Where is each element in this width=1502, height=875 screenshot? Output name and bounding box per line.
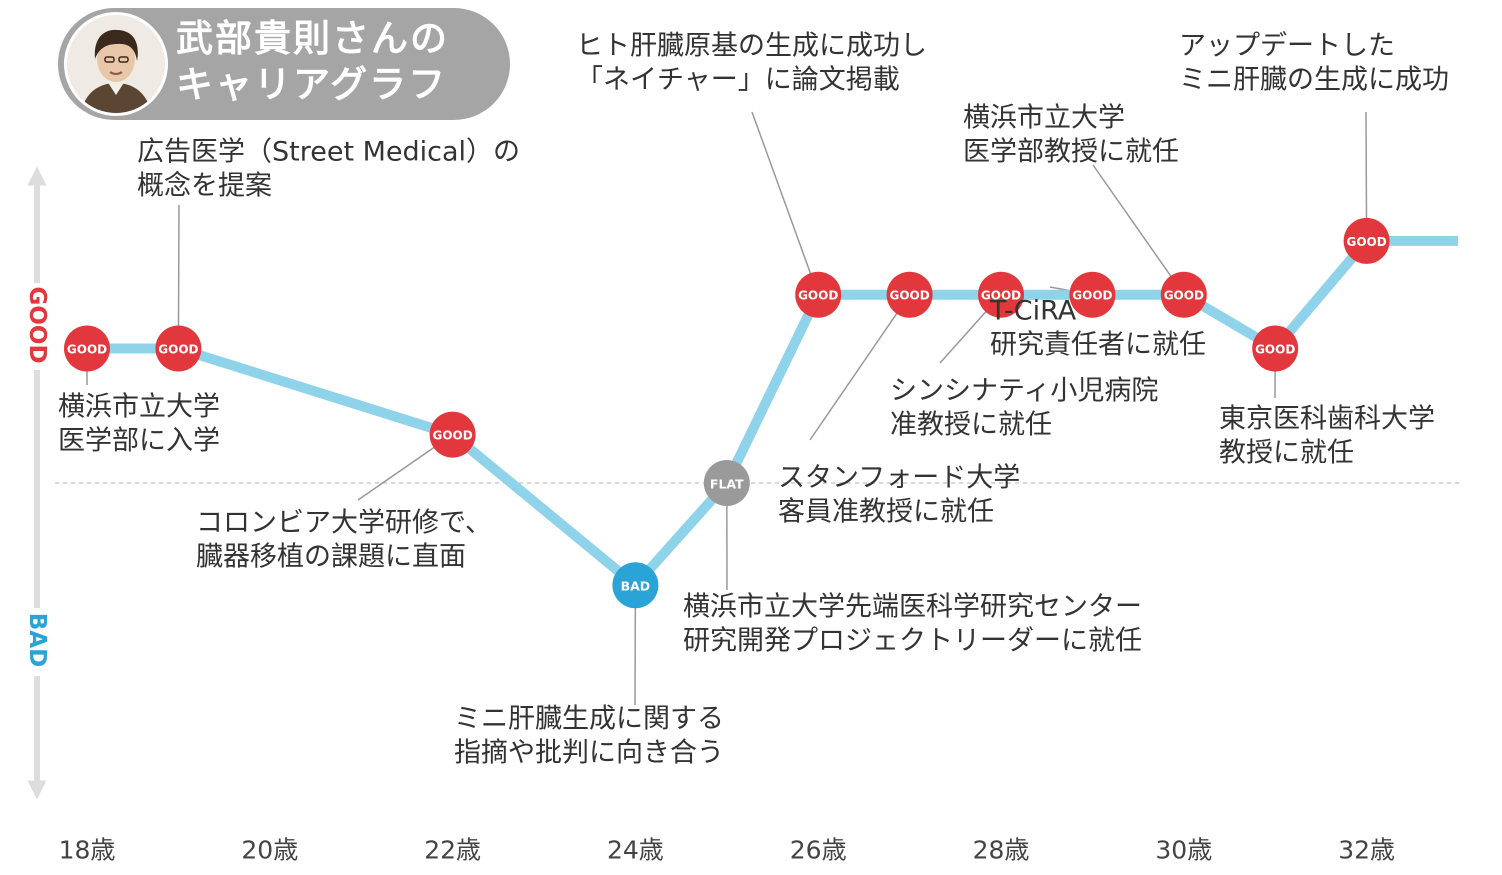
annotation-2-line-2: 概念を提案 (137, 171, 272, 202)
annotation-3-line-1: コロンビア大学研修で、 (196, 508, 492, 539)
status-marker-label-3: GOOD (432, 429, 472, 443)
status-marker-8 (978, 271, 1024, 318)
annotation-leader-6 (751, 111, 819, 295)
annotation-7-line-2: 客員准教授に就任 (778, 497, 994, 528)
status-marker-label-10: GOOD (1164, 289, 1204, 303)
x-tick-label-5: 26歳 (790, 836, 847, 865)
status-marker-10 (1160, 271, 1207, 318)
annotation-1-line-2: 医学部に入学 (58, 426, 220, 457)
annotation-4-line-2: 指摘や批判に向き合う (454, 738, 724, 769)
x-tick-label-3: 22歳 (424, 836, 481, 865)
status-marker-3 (429, 411, 476, 458)
status-marker-9 (1069, 271, 1116, 318)
annotation-10-line-1: 横浜市立大学 (963, 103, 1125, 134)
status-marker-2 (155, 325, 202, 372)
status-marker-12 (1343, 217, 1390, 264)
annotation-12-line-1: アップデートした (1179, 31, 1395, 62)
x-tick-label-4: 24歳 (607, 836, 664, 865)
annotation-leader-2 (177, 204, 180, 349)
status-marker-6 (795, 271, 842, 318)
x-tick-label-1: 18歳 (59, 836, 116, 865)
x-tick-label-6: 28歳 (973, 836, 1030, 865)
status-marker-label-5: FLAT (710, 477, 744, 492)
annotation-5-line-2: 研究開発プロジェクトリーダーに就任 (683, 626, 1142, 657)
annotation-9-line-2: 研究責任者に就任 (990, 330, 1206, 361)
annotation-12-line-2: ミニ肝臓の生成に成功 (1179, 65, 1449, 96)
axis-label-bad: BAD (24, 613, 50, 667)
status-marker-label-6: GOOD (798, 289, 838, 303)
annotation-10-line-2: 医学部教授に就任 (963, 137, 1179, 168)
status-marker-4 (612, 562, 659, 609)
status-marker-label-8: GOOD (981, 289, 1021, 303)
status-marker-11 (1252, 325, 1299, 372)
status-marker-5 (703, 460, 750, 506)
status-marker-label-7: GOOD (889, 289, 929, 303)
annotation-6-line-1: ヒト肝臓原基の生成に成功し (576, 31, 927, 62)
annotation-11-line-2: 教授に就任 (1219, 438, 1354, 469)
title-banner: 武部貴則さんの キャリアグラフ (58, 8, 510, 120)
annotation-2-line-1: 広告医学（Street Medical）の (137, 137, 520, 168)
annotation-6-line-2: 「ネイチャー」に論文掲載 (576, 65, 900, 96)
page-title: 武部貴則さんの キャリアグラフ (176, 16, 449, 108)
portrait-avatar (64, 12, 168, 116)
x-tick-label-7: 30歳 (1155, 836, 1212, 865)
annotation-11-line-1: 東京医科歯科大学 (1219, 404, 1435, 435)
annotation-8-line-1: シンシナティ小児病院 (890, 376, 1158, 407)
annotation-3-line-2: 臓器移植の課題に直面 (196, 542, 466, 573)
status-marker-label-4: BAD (621, 579, 651, 594)
status-marker-label-1: GOOD (67, 343, 107, 357)
status-marker-7 (886, 271, 933, 318)
status-marker-label-9: GOOD (1072, 289, 1112, 303)
annotation-8-line-2: 准教授に就任 (890, 410, 1052, 441)
x-tick-label-8: 32歳 (1338, 836, 1395, 865)
status-marker-1 (64, 325, 110, 372)
annotation-4-line-1: ミニ肝臓生成に関する (454, 704, 724, 735)
axis-label-good: GOOD (24, 286, 50, 363)
title-line-1: 武部貴則さんの (176, 17, 449, 60)
title-line-2: キャリアグラフ (176, 63, 448, 106)
annotation-leader-7 (809, 294, 911, 441)
status-marker-label-12: GOOD (1346, 235, 1386, 249)
x-tick-label-2: 20歳 (241, 836, 298, 865)
annotation-1-line-1: 横浜市立大学 (58, 392, 220, 423)
annotation-9-line-1: T-CiRA (989, 296, 1077, 327)
annotation-5-line-1: 横浜市立大学先端医科学研究センター (683, 592, 1142, 623)
portrait-icon (67, 15, 165, 113)
annotation-7-line-1: スタンフォード大学 (778, 463, 1020, 494)
annotation-leader-10 (1092, 164, 1185, 296)
status-marker-label-11: GOOD (1255, 343, 1295, 357)
status-marker-label-2: GOOD (158, 343, 198, 357)
